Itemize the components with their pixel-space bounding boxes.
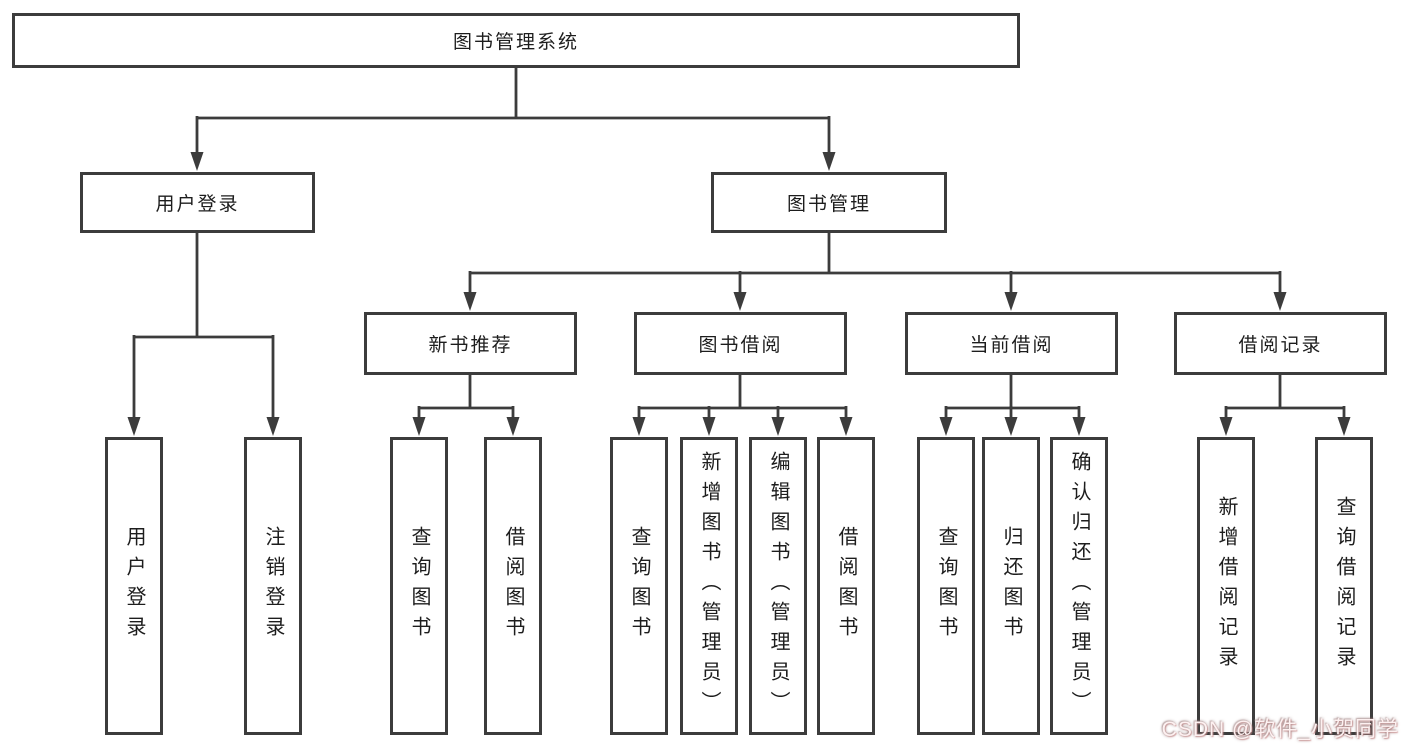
leaf-query-books-recommend: 查询图书	[390, 437, 448, 735]
leaf-borrow-books-recommend: 借阅图书	[484, 437, 542, 735]
node-borrow-records: 借阅记录	[1174, 312, 1387, 375]
leaf-user-login: 用户登录	[105, 437, 163, 735]
leaf-return-books-label: 归还图书	[1000, 526, 1022, 646]
leaf-borrow-books-label: 借阅图书	[835, 526, 857, 646]
leaf-user-login-label: 用户登录	[123, 526, 145, 646]
leaf-add-book-admin: 新增图书（管理员）	[680, 437, 738, 735]
leaf-add-borrow-record-label: 新增借阅记录	[1215, 496, 1237, 676]
node-user-login: 用户登录	[80, 172, 315, 233]
csdn-watermark: CSDN @软件_小贺同学	[1161, 718, 1399, 741]
connector-new-book-split	[412, 375, 520, 436]
connector-book-management-split	[463, 233, 1287, 311]
leaf-borrow-books: 借阅图书	[817, 437, 875, 735]
leaf-query-books-borrow-label: 查询图书	[628, 526, 650, 646]
leaf-return-books: 归还图书	[982, 437, 1040, 735]
leaf-query-books-current: 查询图书	[917, 437, 975, 735]
leaf-confirm-return-admin-label: 确认归还（管理员）	[1068, 451, 1090, 721]
leaf-query-books-recommend-label: 查询图书	[408, 526, 430, 646]
leaf-query-books-borrow: 查询图书	[610, 437, 668, 735]
leaf-confirm-return-admin: 确认归还（管理员）	[1050, 437, 1108, 735]
connector-user-login-split	[127, 233, 280, 436]
leaf-borrow-books-recommend-label: 借阅图书	[502, 526, 524, 646]
leaf-query-borrow-record: 查询借阅记录	[1315, 437, 1373, 735]
leaf-query-borrow-record-label: 查询借阅记录	[1333, 496, 1355, 676]
connector-borrow-records-split	[1219, 375, 1351, 436]
leaf-edit-book-admin: 编辑图书（管理员）	[749, 437, 807, 735]
node-new-book-recommend: 新书推荐	[364, 312, 577, 375]
connector-root-split	[190, 68, 836, 171]
leaf-edit-book-admin-label: 编辑图书（管理员）	[767, 451, 789, 721]
leaf-add-book-admin-label: 新增图书（管理员）	[698, 451, 720, 721]
connector-current-borrow-split	[939, 375, 1086, 436]
node-book-management: 图书管理	[711, 172, 947, 233]
leaf-add-borrow-record: 新增借阅记录	[1197, 437, 1255, 735]
leaf-logout-label: 注销登录	[262, 526, 284, 646]
node-current-borrow: 当前借阅	[905, 312, 1118, 375]
node-book-borrow: 图书借阅	[634, 312, 847, 375]
leaf-query-books-current-label: 查询图书	[935, 526, 957, 646]
leaf-logout: 注销登录	[244, 437, 302, 735]
connector-book-borrow-split	[632, 375, 853, 436]
node-library-system: 图书管理系统	[12, 13, 1020, 68]
